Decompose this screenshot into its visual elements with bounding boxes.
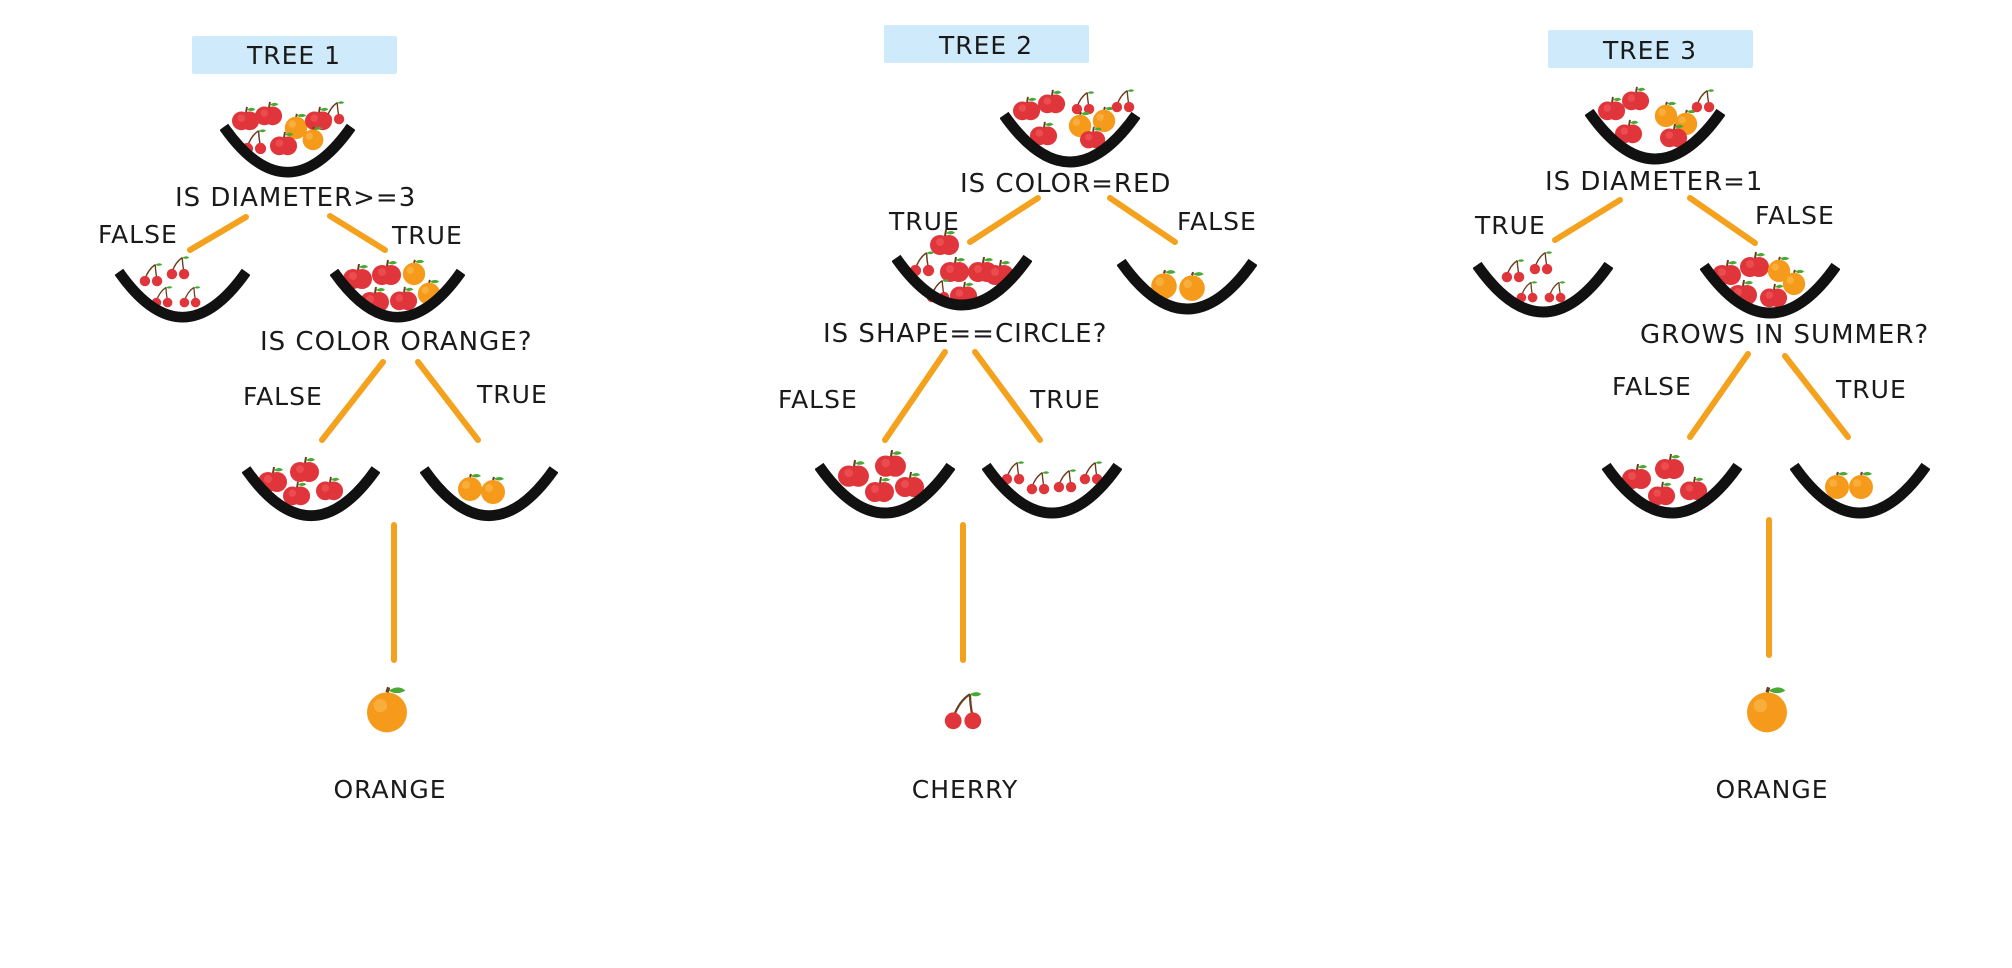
orange-icon	[365, 685, 409, 734]
mixed-fruit-bowl-icon	[224, 100, 351, 172]
tree-1: TREE 1 IS DIAMETER>=3 FALSE TRUE	[98, 36, 554, 804]
leaf-bowl-apples	[1606, 453, 1738, 513]
root-right-label: TRUE	[391, 221, 463, 250]
tree-title-background	[884, 25, 1089, 63]
tree-title: TREE 3	[1548, 30, 1753, 68]
edge-root-left	[187, 214, 249, 253]
leaf-bowl-oranges	[1794, 466, 1926, 513]
right-bowl	[334, 258, 461, 317]
second-left-label: FALSE	[243, 382, 323, 411]
orange-icon	[1745, 685, 1789, 734]
left-bowl	[119, 255, 246, 317]
tree-2: TREE 2 IS COLOR=RED TRUE FALSE	[778, 25, 1257, 804]
second-question: IS COLOR ORANGE?	[260, 327, 533, 357]
edge-root-left	[967, 195, 1041, 245]
edge-second-right	[972, 349, 1043, 443]
second-left-label: FALSE	[1612, 372, 1692, 401]
edge-second-right	[415, 359, 481, 443]
root-left-label: TRUE	[888, 207, 960, 236]
apple-cherry-bowl-icon	[896, 229, 1028, 305]
cherry-icon	[943, 690, 983, 731]
apple-orange-bowl-icon	[334, 258, 461, 317]
apple-bowl-icon	[819, 449, 951, 513]
result-label: CHERRY	[912, 775, 1018, 804]
edge-root-left	[1552, 197, 1623, 243]
tree-title: TREE 1	[192, 36, 397, 74]
root-question: IS DIAMETER=1	[1545, 167, 1763, 197]
cherry-bowl-icon	[986, 461, 1118, 513]
apple-bowl-icon	[1606, 453, 1738, 513]
root-left-label: TRUE	[1474, 211, 1546, 240]
edge-root-right	[327, 213, 388, 253]
root-bowl	[1004, 88, 1136, 162]
mixed-fruit-bowl-icon	[1589, 85, 1721, 159]
result-label: ORANGE	[1715, 775, 1828, 804]
edge-root-right	[1687, 195, 1758, 246]
leaf-bowl-apples	[246, 456, 376, 516]
tree-title-text: TREE 3	[1602, 36, 1697, 65]
root-bowl	[224, 100, 351, 172]
root-question: IS DIAMETER>=3	[175, 183, 416, 213]
edge-second-left	[1687, 351, 1751, 440]
root-right-label: FALSE	[1755, 201, 1835, 230]
tree-title-text: TREE 2	[938, 31, 1033, 60]
apple-bowl-icon	[246, 456, 376, 516]
second-right-label: TRUE	[476, 380, 548, 409]
tree-3: TREE 3 IS DIAMETER=1 TRUE FALSE	[1474, 30, 1929, 804]
tree-title: TREE 2	[884, 25, 1089, 63]
leaf-bowl-cherries	[986, 461, 1118, 513]
mixed-fruit-bowl-icon	[1004, 88, 1136, 162]
tree-title-text: TREE 1	[246, 41, 341, 70]
right-bowl	[1121, 262, 1253, 309]
edge-root-right	[1107, 195, 1178, 245]
tree-title-background	[192, 36, 397, 74]
second-left-label: FALSE	[778, 385, 858, 414]
result-label: ORANGE	[333, 775, 446, 804]
second-right-label: TRUE	[1835, 375, 1907, 404]
orange-bowl-icon	[424, 469, 554, 515]
left-bowl	[896, 229, 1028, 305]
root-question: IS COLOR=RED	[960, 169, 1171, 199]
tree-title-background	[1548, 30, 1753, 68]
apple-orange-bowl-icon	[1704, 251, 1836, 313]
root-left-label: FALSE	[98, 220, 178, 249]
second-right-label: TRUE	[1029, 385, 1101, 414]
leaf-bowl-apples	[819, 449, 951, 513]
cherry-bowl-icon	[1477, 250, 1609, 312]
right-bowl	[1704, 251, 1836, 313]
second-question: IS SHAPE==CIRCLE?	[823, 319, 1107, 349]
left-bowl	[1477, 250, 1609, 312]
second-question: GROWS IN SUMMER?	[1640, 320, 1929, 350]
leaf-bowl-oranges	[424, 469, 554, 515]
edge-second-right	[1782, 353, 1851, 440]
root-right-label: FALSE	[1177, 207, 1257, 236]
orange-bowl-icon	[1121, 262, 1253, 309]
edge-second-left	[319, 359, 386, 443]
edge-second-left	[882, 349, 948, 443]
cherry-bowl-icon	[119, 255, 246, 317]
orange-bowl-icon	[1794, 466, 1926, 513]
root-bowl	[1589, 85, 1721, 159]
